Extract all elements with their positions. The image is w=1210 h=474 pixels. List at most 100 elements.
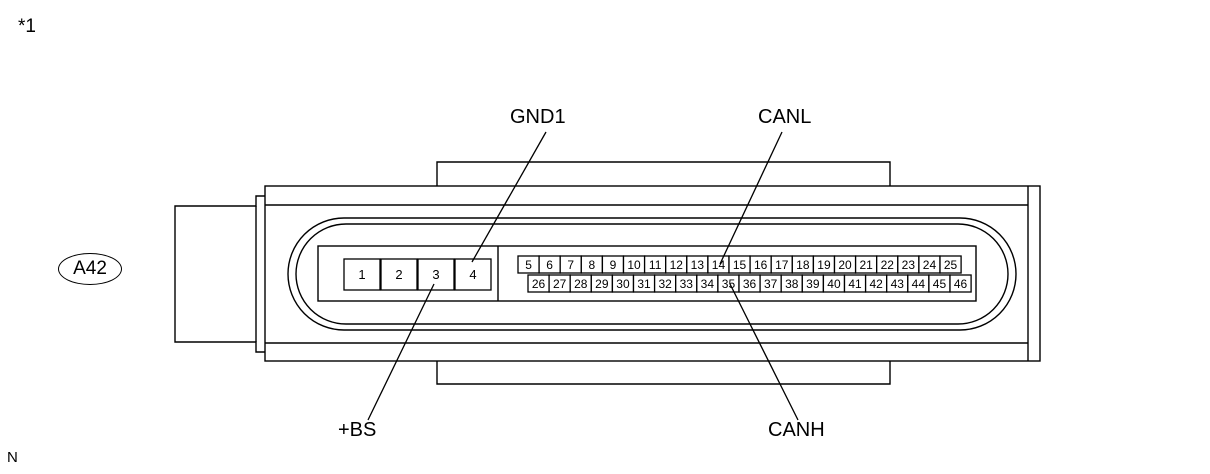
small-pin-32: 32	[653, 274, 677, 293]
connector-top-tab	[436, 161, 891, 186]
small-pin-14: 14	[707, 255, 730, 274]
note-marker: *1	[18, 16, 36, 37]
pin-number: 32	[658, 277, 672, 291]
pin-number: 29	[595, 277, 609, 291]
pin-number: 7	[567, 258, 574, 272]
small-pin-24: 24	[918, 255, 941, 274]
face-outer-frame	[287, 217, 1017, 331]
small-pin-21: 21	[854, 255, 878, 274]
corner-mark: N	[7, 449, 18, 466]
pin-number: 6	[546, 258, 553, 272]
pin-number: 46	[954, 277, 968, 291]
small-pin-30: 30	[611, 274, 635, 293]
connector-plug	[174, 195, 265, 353]
pin-number: 31	[637, 277, 651, 291]
small-pin-10: 10	[622, 255, 646, 274]
pin-number: 26	[532, 277, 546, 291]
connector-id-badge: A42	[58, 253, 122, 285]
pin-number: 10	[627, 258, 641, 272]
small-pin-13: 13	[686, 255, 709, 274]
small-pin-39: 39	[801, 274, 825, 293]
small-pin-9: 9	[601, 255, 625, 274]
small-pin-45: 45	[928, 274, 951, 293]
pin-number: 17	[775, 258, 789, 272]
pin-number: 44	[912, 277, 926, 291]
pin-number: 24	[923, 258, 937, 272]
small-pin-31: 31	[632, 274, 656, 293]
pin-number: 5	[525, 258, 532, 272]
face-inner-frame	[295, 223, 1009, 325]
large-pin-3: 3	[417, 258, 455, 291]
small-pin-41: 41	[843, 274, 867, 293]
small-pin-33: 33	[675, 274, 698, 293]
pin-label-bs: +BS	[338, 419, 377, 441]
pin-number: 38	[785, 277, 799, 291]
leader-canh	[729, 283, 799, 421]
small-pin-6: 6	[538, 255, 561, 274]
pin-number: 41	[848, 277, 862, 291]
pin-number: 37	[764, 277, 778, 291]
small-pin-11: 11	[643, 255, 667, 274]
small-pin-22: 22	[876, 255, 899, 274]
small-pin-40: 40	[822, 274, 846, 293]
pin-number: 25	[944, 258, 958, 272]
large-pin-1: 1	[343, 258, 381, 291]
pin-number: 3	[432, 267, 439, 282]
pin-number: 18	[796, 258, 810, 272]
small-pin-29: 29	[590, 274, 614, 293]
connector-housing	[264, 185, 1041, 362]
small-pin-16: 16	[749, 255, 772, 274]
pin-number: 22	[881, 258, 895, 272]
pin-number: 43	[891, 277, 905, 291]
small-pin-34: 34	[696, 274, 719, 293]
pin-number: 16	[754, 258, 768, 272]
connector-bottom-tab	[436, 361, 891, 385]
small-pin-44: 44	[907, 274, 930, 293]
pin-number: 23	[902, 258, 916, 272]
pin-number: 4	[469, 267, 476, 282]
small-pin-7: 7	[559, 255, 582, 274]
small-pin-18: 18	[791, 255, 815, 274]
pin-number: 2	[395, 267, 402, 282]
pin-number: 15	[733, 258, 747, 272]
small-pin-25: 25	[939, 255, 962, 274]
pin-number: 21	[859, 258, 873, 272]
pin-number: 40	[827, 277, 841, 291]
small-pin-15: 15	[728, 255, 751, 274]
small-pin-36: 36	[738, 274, 761, 293]
pin-number: 1	[358, 267, 365, 282]
small-pin-26: 26	[527, 274, 550, 293]
pin-label-gnd1: GND1	[510, 106, 566, 128]
pin-number: 36	[743, 277, 757, 291]
pin-label-canl: CANL	[758, 106, 812, 128]
small-pin-28: 28	[569, 274, 592, 293]
small-pin-38: 38	[780, 274, 803, 293]
small-pin-8: 8	[580, 255, 604, 274]
small-pin-42: 42	[864, 274, 888, 293]
small-pin-27: 27	[548, 274, 571, 293]
small-pin-17: 17	[770, 255, 793, 274]
large-pin-group: 1 2 3 4	[343, 258, 492, 291]
small-pin-12: 12	[665, 255, 688, 274]
pin-number: 39	[806, 277, 820, 291]
pin-number: 11	[649, 258, 662, 272]
small-pin-19: 19	[812, 255, 836, 274]
pin-number: 12	[670, 258, 684, 272]
pin-number: 20	[838, 258, 852, 272]
pin-number: 42	[869, 277, 883, 291]
pin-number: 9	[610, 258, 617, 272]
pin-number: 8	[589, 258, 596, 272]
pin-number: 19	[817, 258, 831, 272]
pin-number: 14	[712, 258, 726, 272]
leader-gnd1	[471, 131, 547, 263]
small-pin-43: 43	[886, 274, 909, 293]
small-pin-37: 37	[759, 274, 782, 293]
pin-number: 34	[701, 277, 715, 291]
pin-field	[317, 245, 977, 302]
large-pin-4: 4	[454, 258, 492, 291]
pin-number: 27	[553, 277, 567, 291]
small-pin-46: 46	[949, 274, 972, 293]
small-pin-20: 20	[833, 255, 857, 274]
